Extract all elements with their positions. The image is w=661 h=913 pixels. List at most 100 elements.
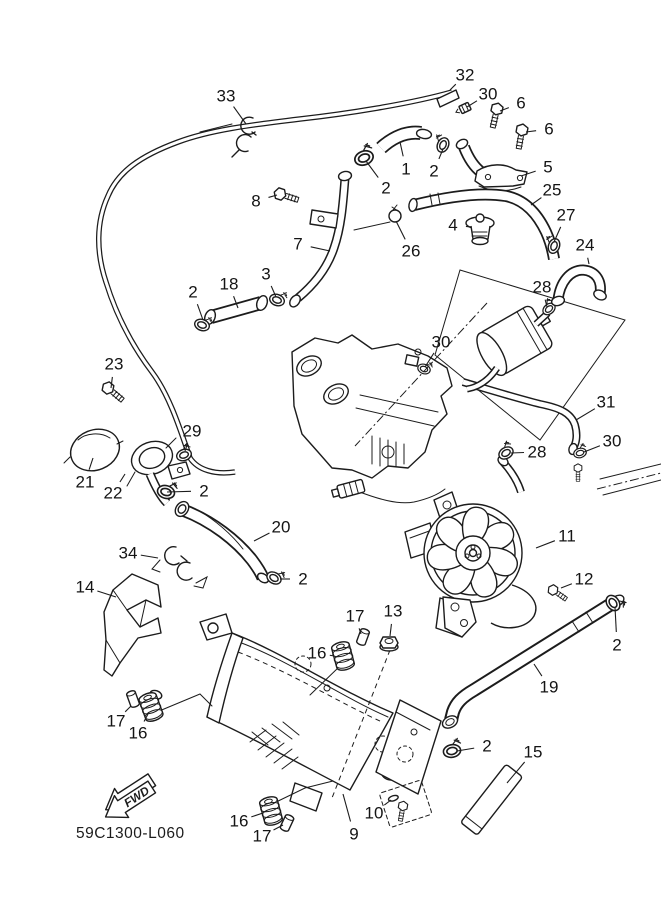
callout-label-20: 20 <box>272 518 291 537</box>
callout-leader-33 <box>233 106 247 125</box>
core-hatch <box>249 721 300 770</box>
callout-label-33: 33 <box>217 87 236 106</box>
collar-17-left <box>125 689 141 709</box>
callout-label-2: 2 <box>298 570 307 589</box>
callout-label-8: 8 <box>251 192 260 211</box>
callout-leader-32 <box>449 83 457 91</box>
clamp-2-e <box>264 564 288 588</box>
seal-strip-15 <box>461 764 523 835</box>
callout-label-29: 29 <box>183 422 202 441</box>
callout-label-24: 24 <box>576 236 595 255</box>
bolt-kit-10 <box>379 780 432 828</box>
reservoir-hose-31 <box>461 365 581 456</box>
callout-leader-6 <box>499 107 510 112</box>
callout-label-4: 4 <box>448 216 457 235</box>
callout-leader-3 <box>270 285 277 298</box>
callout-label-16: 16 <box>230 812 249 831</box>
callout-leader-28 <box>510 451 525 454</box>
diagram-code: 59C1300-L060 <box>76 825 185 842</box>
fan-connector <box>330 478 366 499</box>
callout-leader-16 <box>329 654 335 657</box>
callout-leader-16 <box>143 713 149 722</box>
radiator-end-tank <box>375 699 442 795</box>
callout-leader-26 <box>395 220 406 240</box>
clamp-2-g <box>440 737 464 760</box>
engine-block <box>291 334 453 479</box>
callout-leader-17 <box>124 705 132 713</box>
callout-label-11: 11 <box>558 527 576 546</box>
callout-label-27: 27 <box>557 206 576 225</box>
callout-label-1: 1 <box>401 160 410 179</box>
callout-label-9: 9 <box>349 825 358 844</box>
callout-leader-2 <box>365 160 379 178</box>
clamp-2-b <box>350 141 378 169</box>
bolt-23 <box>99 379 127 406</box>
callout-leader-8 <box>268 194 278 198</box>
callout-leader-2 <box>196 304 204 321</box>
callout-label-31: 31 <box>597 393 616 412</box>
air-shroud-14 <box>103 573 162 677</box>
phantom-panel <box>354 269 626 447</box>
callout-label-2: 2 <box>199 482 208 501</box>
callout-leader-15 <box>506 761 526 784</box>
fan-wire <box>356 488 446 504</box>
clamp-30-top <box>455 101 472 115</box>
breather-hose-24 <box>550 264 607 307</box>
callout-leader-1 <box>399 141 404 157</box>
callout-label-17: 17 <box>253 827 272 846</box>
callout-leader-14 <box>97 590 117 598</box>
callout-leader-18 <box>233 295 239 309</box>
callout-label-23: 23 <box>105 355 124 374</box>
callout-label-17: 17 <box>346 607 365 626</box>
hose-sleeve-18 <box>203 295 269 325</box>
callout-label-10: 10 <box>365 804 384 823</box>
pipe-joint-5 <box>455 138 528 192</box>
callout-label-22: 22 <box>104 484 123 503</box>
callout-label-16: 16 <box>129 724 148 743</box>
callout-label-28: 28 <box>533 278 552 297</box>
radiator-cap-21 <box>63 428 124 472</box>
callout-leader-27 <box>553 226 562 243</box>
callout-leader-10 <box>383 799 392 806</box>
wire-bracket-34 <box>151 546 208 589</box>
callout-label-19: 19 <box>540 678 559 697</box>
callout-leader-25 <box>530 197 542 206</box>
callout-label-28: 28 <box>528 443 547 462</box>
callout-label-12: 12 <box>575 570 594 589</box>
callout-label-2: 2 <box>612 636 621 655</box>
pump-hose-short <box>497 455 525 494</box>
callout-leader-12 <box>560 583 573 589</box>
callout-leader-2 <box>614 606 617 633</box>
bolt-10 <box>395 799 409 823</box>
callout-label-2: 2 <box>381 179 390 198</box>
callout-leader-31 <box>575 408 596 421</box>
thermostat-4 <box>465 213 495 246</box>
callout-leader-13 <box>389 623 392 637</box>
bolt-30-stud <box>573 463 583 482</box>
radiator-core <box>151 596 477 812</box>
callout-label-21: 21 <box>76 473 95 492</box>
callout-leader-17 <box>273 824 284 831</box>
hose-32-sleeve <box>436 89 460 108</box>
grommet-16-top <box>329 639 357 673</box>
callout-label-3: 3 <box>261 265 270 284</box>
callout-label-26: 26 <box>402 242 421 261</box>
callout-label-32: 32 <box>456 66 475 85</box>
clamp-26 <box>353 204 402 231</box>
bolt-8 <box>271 186 301 206</box>
callout-label-18: 18 <box>220 275 239 294</box>
callout-label-2: 2 <box>188 283 197 302</box>
callout-leader-28 <box>544 299 548 308</box>
callout-label-16: 16 <box>308 644 327 663</box>
clamp-2-a <box>430 132 453 155</box>
callout-label-25: 25 <box>543 181 562 200</box>
callout-leader-2 <box>456 747 475 752</box>
callout-leader-16 <box>251 812 264 818</box>
callout-label-14: 14 <box>76 578 95 597</box>
callout-leader-29 <box>184 443 189 452</box>
callout-leader-22 <box>119 473 126 483</box>
callout-leader-23 <box>110 376 113 389</box>
callout-leader-4 <box>465 225 472 228</box>
